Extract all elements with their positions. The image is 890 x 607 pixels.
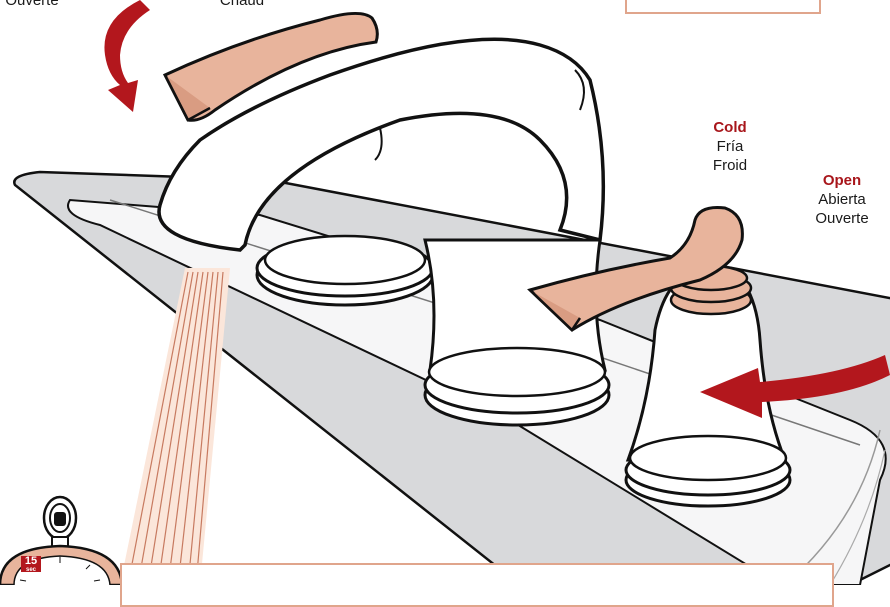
label-cold-spanish: Fría [690, 137, 770, 156]
label-cold: Cold Fría Froid [690, 118, 770, 175]
center-base [425, 240, 609, 425]
label-open-french: Ouverte [800, 209, 884, 228]
label-open-spanish: Abierta [800, 190, 884, 209]
faucet-illustration [0, 0, 890, 585]
spout-base [257, 236, 433, 305]
curved-arrow-icon [104, 0, 150, 112]
timer-value: 15 [25, 555, 37, 567]
label-cold-french: Froid [690, 156, 770, 175]
label-open-french-partial: Ouverte [0, 0, 67, 10]
info-box-top [625, 0, 821, 14]
stopwatch-icon [0, 497, 122, 585]
label-hot-french-partial: Chaud [212, 0, 272, 10]
label-open-english: Open [800, 171, 884, 190]
timer-unit: sec [21, 567, 41, 573]
water-stream [120, 268, 230, 585]
info-box-bottom [120, 563, 834, 607]
label-open: Open Abierta Ouverte [800, 171, 884, 228]
timer-badge: 15 sec [21, 556, 41, 572]
label-cold-english: Cold [690, 118, 770, 137]
